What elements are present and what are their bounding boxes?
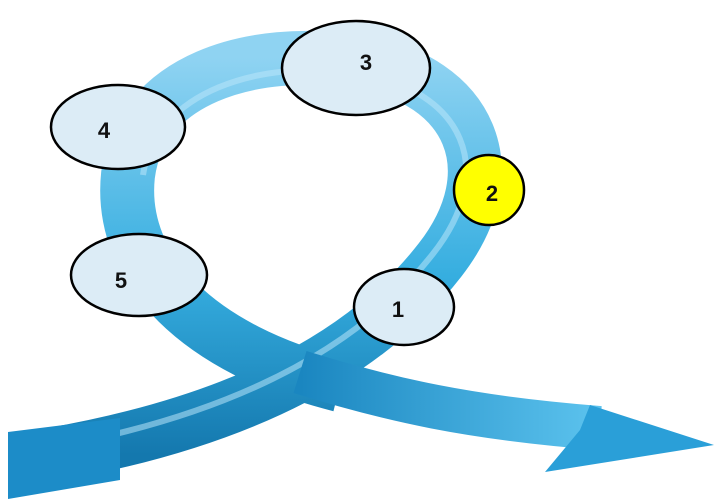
- step-node-5-shape: [69, 232, 209, 318]
- ribbon-tail-stroke: [293, 350, 602, 450]
- step-node-3-label: 3: [360, 50, 372, 75]
- step-node-3-shape: [280, 19, 432, 117]
- step-node-1-shape: [352, 267, 456, 347]
- step-node-4-shape: [49, 83, 187, 171]
- arrow-head: [545, 405, 714, 472]
- step-node-3: 3: [280, 19, 432, 117]
- step-node-2-label: 2: [486, 181, 498, 206]
- step-node-1: 1: [352, 267, 456, 347]
- step-node-5-label: 5: [115, 268, 127, 293]
- ribbon-loop-highlight: [59, 67, 470, 449]
- step-node-1-label: 1: [392, 297, 404, 322]
- step-node-2: 2: [452, 153, 526, 227]
- ribbon-left-end: [8, 418, 120, 499]
- step-node-4: 4: [49, 83, 187, 171]
- step-node-4-label: 4: [98, 118, 111, 143]
- step-node-2-shape: [452, 153, 526, 227]
- step-node-5: 5: [69, 232, 209, 318]
